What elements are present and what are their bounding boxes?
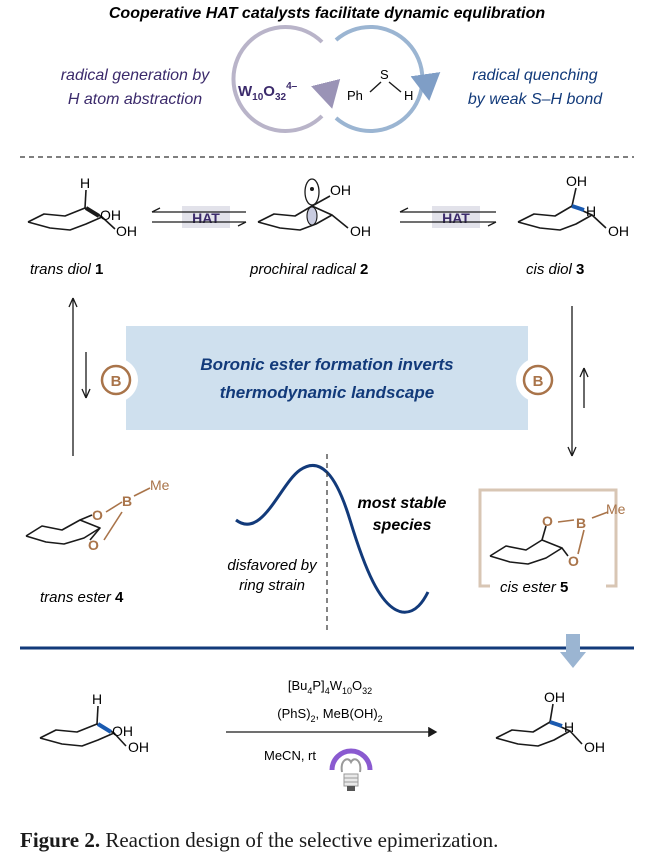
right-text-2: by weak S–H bond [468,91,603,108]
molecule-radical [257,178,349,231]
boron-badge-left: B [94,358,138,402]
boronic-line-2: thermodynamic landscape [220,383,434,402]
svg-text:OH: OH [608,223,629,239]
svg-text:Ph: Ph [347,88,363,103]
molecule-trans-diol [27,189,116,231]
figure-caption: Figure 2. Reaction design of the selecti… [20,828,499,852]
svg-text:B: B [122,493,132,509]
left-text-2: H atom abstraction [68,91,202,108]
cycle-arrow-right [410,72,441,101]
boronic-info-box [126,326,528,430]
equilibrium-arrows-2: HAT [399,206,497,228]
svg-text:OH: OH [584,739,605,755]
molecule-cis-ester [489,525,569,565]
svg-text:OH: OH [544,689,565,705]
svg-text:OH: OH [100,207,121,223]
label-cis-diol: cis diol 3 [526,261,584,278]
svg-text:S: S [380,67,389,82]
molecule-product [495,703,583,747]
svg-text:OH: OH [112,723,133,739]
svg-text:H: H [92,691,102,707]
label-trans-ester: trans ester 4 [40,589,124,606]
molecule-cis-diol [517,187,607,231]
svg-text:H: H [586,203,596,219]
vertical-arrows-right [567,306,589,457]
svg-text:most stable: most stable [358,495,447,512]
reagent-2: (PhS)2, MeB(OH)2 [277,706,382,724]
svg-text:OH: OH [116,223,137,239]
svg-text:O: O [88,537,99,553]
svg-text:O: O [92,507,103,523]
svg-text:B: B [111,373,122,390]
svg-text:OH: OH [350,223,371,239]
label-trans-diol: trans diol 1 [30,261,103,278]
svg-text:H: H [404,88,413,103]
catalyst-tungstate: W10O324– [238,81,298,103]
cis-ester-frame [478,488,618,588]
top-title: Cooperative HAT catalysts facilitate dyn… [109,5,545,22]
svg-text:OH: OH [330,182,351,198]
cycle-arrow-left [311,78,341,109]
catalytic-cycles [231,25,441,133]
svg-text:H: H [80,175,90,191]
molecule-reactant [39,705,127,747]
svg-text:Me: Me [606,501,626,517]
svg-text:O: O [542,513,553,529]
svg-text:W10O324–: W10O324– [238,81,298,103]
conditions: MeCN, rt [264,748,316,763]
reagent-1: [Bu4P]4W10O32 [288,678,372,696]
label-radical: prochiral radical 2 [249,261,368,278]
left-text-1: radical generation by [61,67,211,84]
svg-text:Me: Me [150,477,170,493]
right-text-1: radical quenching [472,67,598,84]
label-cis-ester: cis ester 5 [500,579,568,596]
down-arrow [560,634,586,668]
svg-text:B: B [533,373,544,390]
molecule-trans-ester [25,514,101,545]
svg-text:B: B [576,515,586,531]
boronic-line-1: Boronic ester formation inverts [200,355,453,374]
svg-text:disfavored by: disfavored by [227,557,318,574]
vertical-arrows-left [68,297,91,456]
svg-text:species: species [373,517,432,534]
svg-text:H: H [564,719,574,735]
energy-curve [235,463,430,614]
boron-badge-right: B [516,358,560,402]
catalyst-thiophenol: Ph S H [347,67,413,103]
svg-text:ring strain: ring strain [239,577,305,594]
svg-text:OH: OH [566,173,587,189]
equilibrium-arrows-1: HAT [151,206,247,228]
lightbulb-icon [329,748,373,791]
svg-text:OH: OH [128,739,149,755]
svg-text:O: O [568,553,579,569]
